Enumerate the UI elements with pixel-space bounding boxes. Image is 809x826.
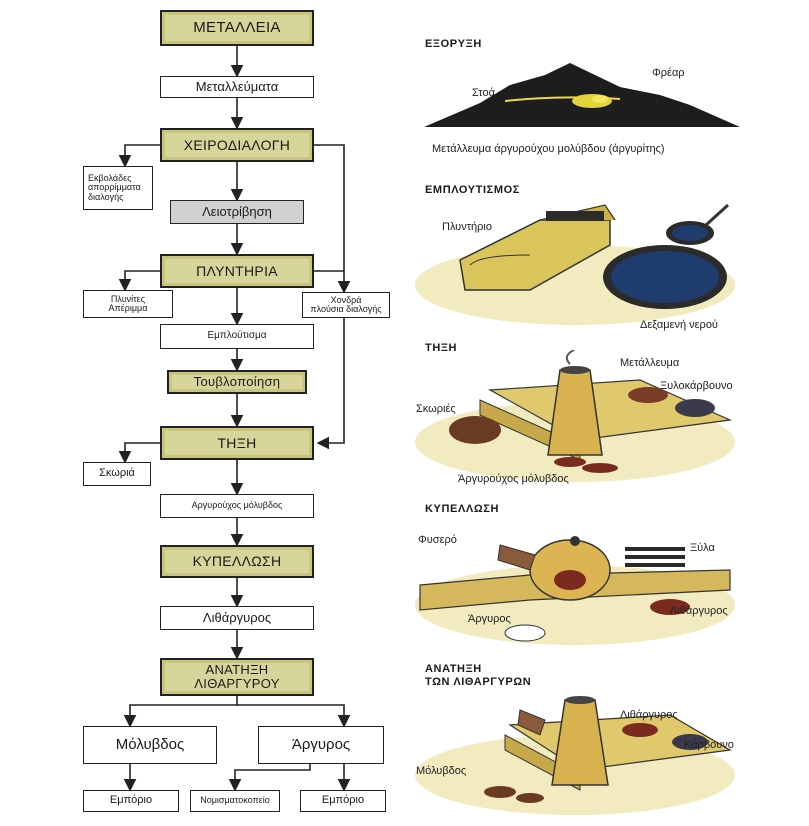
label-dexameni: Δεξαμενή νερού [640,319,718,331]
box-xondra: Χονδρά πλούσια διαλογής [302,292,390,318]
box-skoria: Σκωριά [83,462,151,486]
box-plynites: Πλυνίτες Απέριμμα [83,290,173,318]
label-stoa: Στοά [472,87,495,99]
heading-exoryxi: ΕΞΟΡΥΞΗ [425,38,482,50]
cupellation-illustration [415,536,735,645]
label-metalleuma: Μετάλλευμα [620,357,680,369]
box-nomismatokopeio: Νομισματοκοπείο [190,790,280,812]
box-emporio-right: Εμπόριο [300,790,386,812]
caption-exoryxi: Μετάλλευμα άργυρούχου μολύβδου (άργυρίτη… [432,143,665,155]
label-xylokarvouno: Ξυλοκάρβουνο [660,380,733,392]
heading-tixi: ΤΗΞΗ [425,342,458,354]
box-ekvolades: Εκβολάδες απορρίμματα διαλογής [83,166,153,210]
label-plyntirio: Πλυντήριο [442,221,492,233]
stage-anatixi: ΑΝΑΤΗΞΗ ΛΙΘΑΡΓΥΡΟΥ [160,658,314,696]
box-emporio-left: Εμπόριο [83,790,179,812]
label-xyla: Ξύλα [690,542,715,554]
mountain-illustration [424,63,740,127]
box-molyvdos: Μόλυβδος [83,726,217,764]
label-skories: Σκωριές [416,403,456,415]
heading-kypellosi: ΚΥΠΕΛΛΩΣΗ [425,503,499,515]
label-molyvdos: Μόλυβδος [416,765,467,777]
box-argyros: Άργυρος [258,726,384,764]
washery-illustration [415,203,735,325]
box-leiotrivisi: Λειοτρίβηση [170,200,304,224]
remelting-illustration [415,696,735,815]
box-lithargyros: Λιθάργυρος [160,606,314,630]
box-emploutisma: Εμπλούτισμα [160,324,314,349]
label-argyrouxos: Άργυρούχος μόλυβδος [458,473,569,485]
stage-plyntiria: ΠΛΥΝΤΗΡΙΑ [160,254,314,288]
stage-kypellosi: ΚΥΠΕΛΛΩΣΗ [160,545,314,578]
label-lithargyros-ana: Λιθάργυρος [620,709,678,721]
stage-metalleia: ΜΕΤΑΛΛΕΙΑ [160,10,314,46]
stage-xeirodialogi: ΧΕΙΡΟΔΙΑΛΟΓΗ [160,128,314,162]
label-karvouno: Κάρβουνο [684,739,734,751]
label-fysero: Φυσερό [418,534,457,546]
smelting-illustration [415,350,735,482]
heading-emploutismos: ΕΜΠΛΟΥΤΙΣΜΟΣ [425,184,520,196]
label-frear: Φρέαρ [652,67,685,79]
stage-touvlopoiisi: Τουβλοποίηση [167,370,307,394]
box-metalleumata: Μεταλλεύματα [160,76,314,98]
label-lithargyros-kyp: Λιθάργυρος [670,605,728,617]
label-argyros: Άργυρος [468,613,511,625]
stage-tixi: ΤΗΞΗ [160,426,314,460]
box-argyrouxos: Αργυρούχος μόλυβδος [160,494,314,518]
heading-anatixi: ΑΝΑΤΗΞΗ ΤΩΝ ΛΙΘΑΡΓΥΡΩΝ [425,663,532,688]
